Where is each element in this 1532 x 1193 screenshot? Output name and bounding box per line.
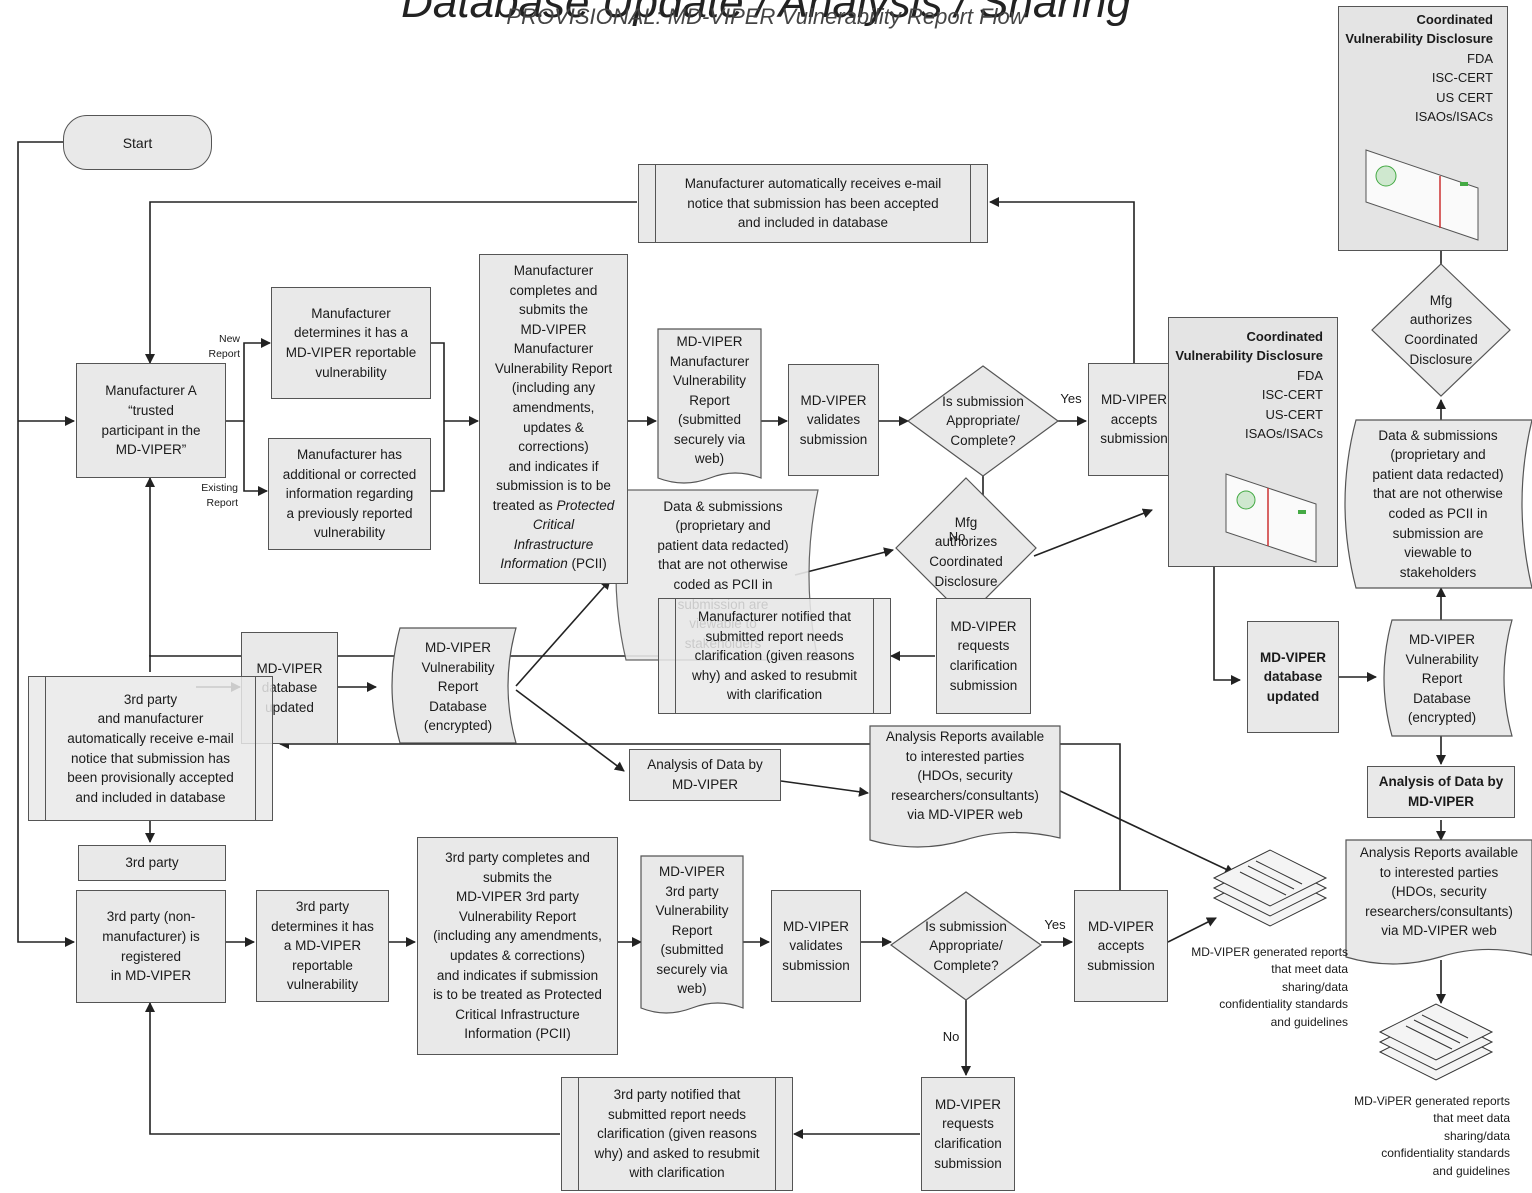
accepts-1-box: MD-VIPER accepts submission <box>1088 363 1180 476</box>
third-registered-box: 3rd party (non- manufacturer) is registe… <box>76 890 226 1003</box>
third-party-box: 3rd party <box>78 845 226 881</box>
analysis-right-box: Analysis of Data by MD-VIPER <box>1367 766 1515 818</box>
vuln-db-right-shape <box>1383 619 1513 737</box>
validates-1-box: MD-VIPER validates submission <box>788 364 879 476</box>
coord-panel-mid-item: FDA <box>1297 367 1323 383</box>
vuln-db-right: MD-VIPER Vulnerability Report Database (… <box>1405 632 1479 726</box>
coord-panel-top-item: US CERT <box>1436 89 1493 105</box>
decision-2-text: Is submission Appropriate/ Complete? <box>925 918 1007 973</box>
mfr-report-doc: MD-VIPER Manufacturer Vulnerability Repo… <box>669 334 750 467</box>
third-report-doc: MD-VIPER 3rd party Vulnerability Report … <box>655 864 729 997</box>
third-notified-box: 3rd party notified that submitted report… <box>561 1077 793 1191</box>
analysis-reports-right: Analysis Reports available to interested… <box>1359 845 1519 939</box>
stacked-docs-icon-right <box>1378 1003 1494 1081</box>
decision-1-text: Is submission Appropriate/ Complete? <box>942 393 1024 448</box>
third-determines-box: 3rd party determines it has a MD-VIPER r… <box>256 890 389 1002</box>
mfr-email-box: Manufacturer automatically receives e-ma… <box>638 164 988 243</box>
no-2-label: No <box>942 1029 960 1044</box>
mfr-completes-italic: Protected Critical Infrastructure Inform… <box>500 497 615 572</box>
start-label: Start <box>122 134 153 151</box>
yes-2-label: Yes <box>1044 917 1066 932</box>
vuln-db-left-shape <box>391 627 517 744</box>
mfr-completes-box: Manufacturer completes and submits the M… <box>479 254 628 584</box>
coord-panel-top-item: ISAOs/ISACs <box>1414 109 1493 125</box>
mfr-additional-box: Manufacturer has additional or corrected… <box>268 438 431 550</box>
coord-panel-top-title: Coordinated Vulnerability Disclosure <box>1345 12 1493 46</box>
start-terminal: Start <box>63 115 212 170</box>
third-email-box: 3rd party and manufacturer automatically… <box>28 676 273 821</box>
coord-disclosure-panel-mid: Coordinated Vulnerability Disclosure FDA… <box>1168 317 1338 567</box>
coord-panel-mid-title: Coordinated Vulnerability Disclosure <box>1175 329 1323 363</box>
mfr-report-doc-shape <box>657 328 762 484</box>
mfr-notified-box: Manufacturer notified that submitted rep… <box>658 598 891 714</box>
generated-reports-mid: MD-VIPER generated reports that meet dat… <box>1191 945 1348 1029</box>
new-report-label: New Report <box>208 333 240 361</box>
analysis-reports-left-shape <box>869 725 1061 848</box>
generated-reports-right: MD-ViPER generated reports that meet dat… <box>1354 1094 1510 1178</box>
data-subs-right: Data & submissions (proprietary and pati… <box>1372 427 1504 580</box>
stacked-docs-icon-mid <box>1212 849 1328 927</box>
no-1-label: No <box>948 529 966 544</box>
mfg-auth-mid: Mfg authorizes Coordinated Disclosure <box>929 514 1003 589</box>
coord-panel-mid-item: ISC-CERT <box>1261 387 1323 403</box>
validates-2-box: MD-VIPER validates submission <box>771 890 861 1002</box>
existing-report-label: Existing Report <box>201 482 238 510</box>
analysis-reports-left: Analysis Reports available to interested… <box>885 729 1045 823</box>
coord-disclosure-panel-top: Coordinated Vulnerability Disclosure FDA… <box>1338 6 1508 251</box>
mfr-completes-tail: (PCII) <box>567 556 607 572</box>
decision-diamond-1 <box>906 365 1060 477</box>
vuln-db-left: MD-VIPER Vulnerability Report Database (… <box>421 640 495 734</box>
requests-2-box: MD-VIPER requests clarification submissi… <box>921 1077 1015 1191</box>
mfr-determines-box: Manufacturer determines it has a MD-VIPE… <box>271 287 431 399</box>
coord-panel-mid-item: ISAOs/ISACs <box>1244 426 1323 442</box>
third-report-doc-shape <box>640 855 744 1014</box>
analysis-left-box: Analysis of Data by MD-VIPER <box>629 749 781 801</box>
accepts-2-box: MD-VIPER accepts submission <box>1074 890 1168 1002</box>
coord-panel-top-item: FDA <box>1467 50 1493 66</box>
third-completes-box: 3rd party completes and submits the MD-V… <box>417 837 618 1055</box>
diagram-subtitle: PROVISIONAL: MD-VIPER Vulnerability Repo… <box>506 4 1026 29</box>
mfr-completes-text: Manufacturer completes and submits the M… <box>492 263 613 513</box>
manufacturer-a-box: Manufacturer A “trusted participant in t… <box>76 363 226 478</box>
data-subs-right-shape <box>1344 419 1532 589</box>
requests-1-box: MD-VIPER requests clarification submissi… <box>936 598 1031 714</box>
mfg-auth-right: Mfg authorizes Coordinated Disclosure <box>1404 292 1478 367</box>
analysis-reports-right-shape <box>1345 839 1532 965</box>
decision-diamond-2 <box>889 891 1043 1001</box>
yes-1-label: Yes <box>1060 391 1082 406</box>
coord-panel-mid-item: US-CERT <box>1265 406 1323 422</box>
mfg-auth-diamond-right <box>1371 263 1511 397</box>
coord-panel-top-item: ISC-CERT <box>1431 70 1493 86</box>
diagram-title: Database Update / Analysis / Sharing <box>401 0 1131 27</box>
db-updated-right-box: MD-VIPER database updated <box>1247 621 1339 733</box>
